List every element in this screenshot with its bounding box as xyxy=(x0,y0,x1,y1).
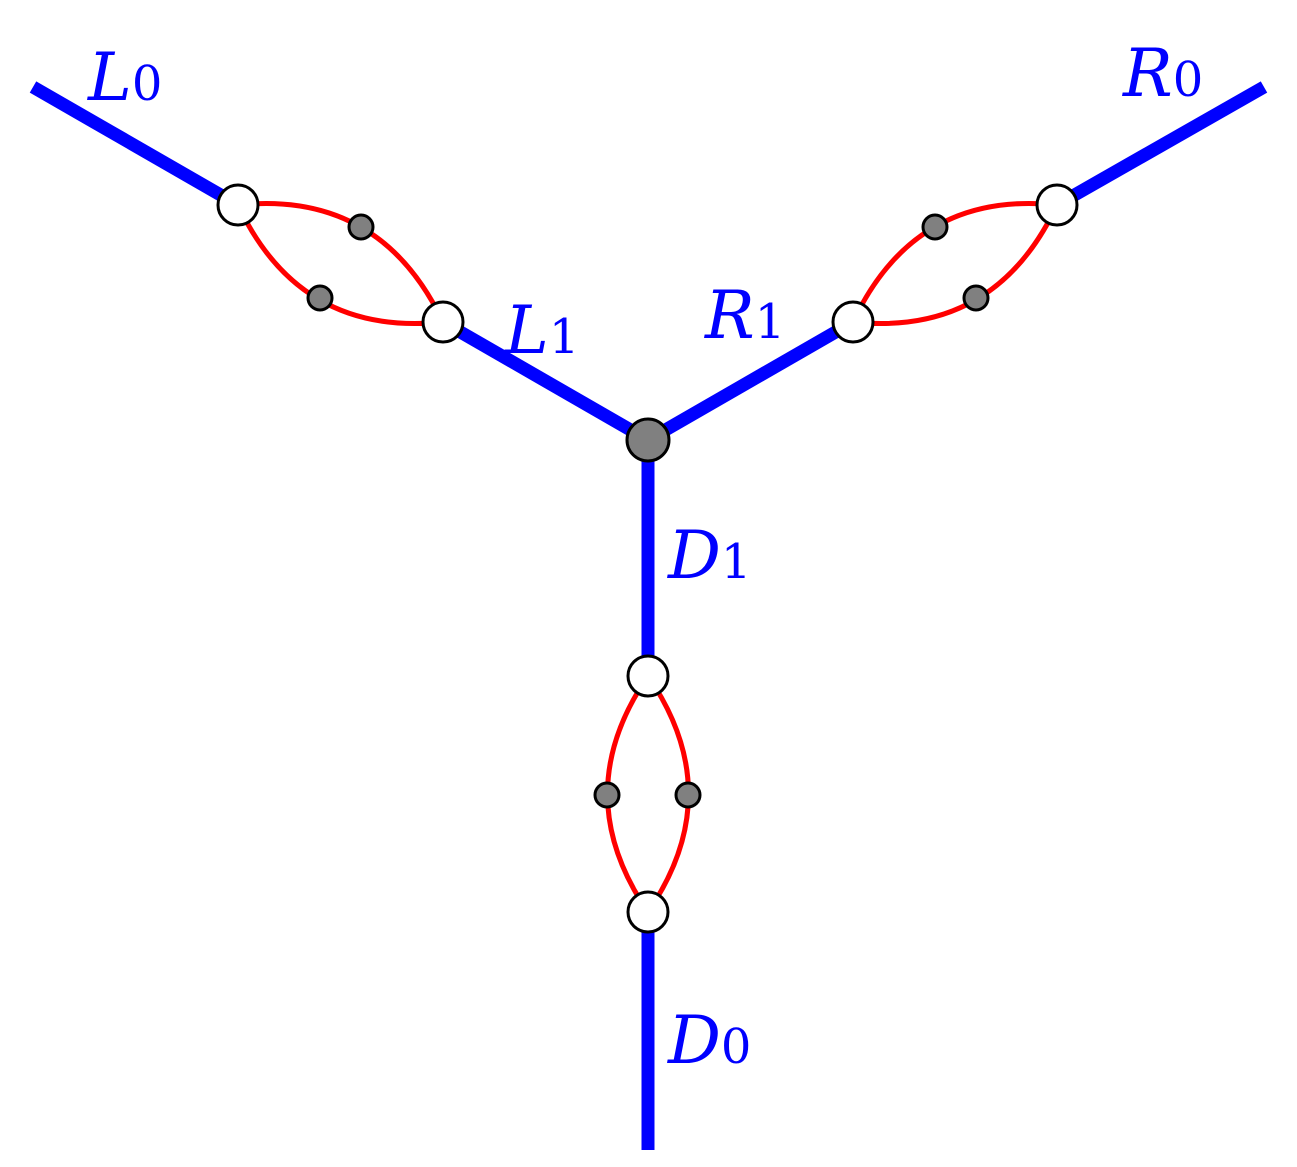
blue-edges xyxy=(29,81,1268,1150)
label-D1: D1 xyxy=(667,517,751,594)
vertex-right-inner xyxy=(831,300,875,344)
loop-node xyxy=(593,781,621,809)
vertex-left-inner xyxy=(421,300,465,344)
vertex-right-outer xyxy=(1035,183,1079,227)
label-D0-sub: 0 xyxy=(721,1019,752,1075)
label-L0-sub: 0 xyxy=(132,56,163,112)
vertex-down-lower xyxy=(626,890,670,934)
label-R1: R1 xyxy=(704,277,785,354)
vertex-down-upper xyxy=(626,654,670,698)
loop-node xyxy=(962,284,990,312)
loop-node xyxy=(674,781,702,809)
label-R0: R0 xyxy=(1122,35,1203,112)
label-L1: L1 xyxy=(504,292,579,369)
loop-left-upper xyxy=(237,201,446,324)
label-D1-sub: 1 xyxy=(721,534,752,590)
edge-R1 xyxy=(644,316,857,446)
loop-left-lower xyxy=(235,203,444,326)
label-R0-sub: 0 xyxy=(1173,52,1204,108)
label-D0: D0 xyxy=(667,1002,751,1079)
label-L1-sub: 1 xyxy=(549,309,580,365)
loop-node xyxy=(306,284,334,312)
label-R1-base: R xyxy=(704,277,755,354)
label-D0-base: D xyxy=(667,1002,721,1079)
edge-L0 xyxy=(29,81,242,211)
label-L0: L0 xyxy=(87,39,162,116)
label-L1-base: L xyxy=(504,292,549,369)
vertices xyxy=(216,183,1079,934)
edge-R0 xyxy=(1053,81,1268,211)
edge-labels: L0 L1 R1 R0 D1 D0 xyxy=(87,35,1203,1079)
loop-node xyxy=(921,213,949,241)
label-D1-base: D xyxy=(667,517,721,594)
edge-L1 xyxy=(439,316,652,446)
loop-nodes xyxy=(306,213,990,809)
center-node xyxy=(625,417,671,463)
label-R1-sub: 1 xyxy=(755,294,786,350)
loop-right-lower xyxy=(852,203,1060,326)
label-R0-base: R xyxy=(1122,35,1173,112)
vertex-left-outer xyxy=(216,183,260,227)
loop-right-upper xyxy=(850,201,1058,324)
label-L0-base: L xyxy=(87,39,132,116)
loop-node xyxy=(347,213,375,241)
